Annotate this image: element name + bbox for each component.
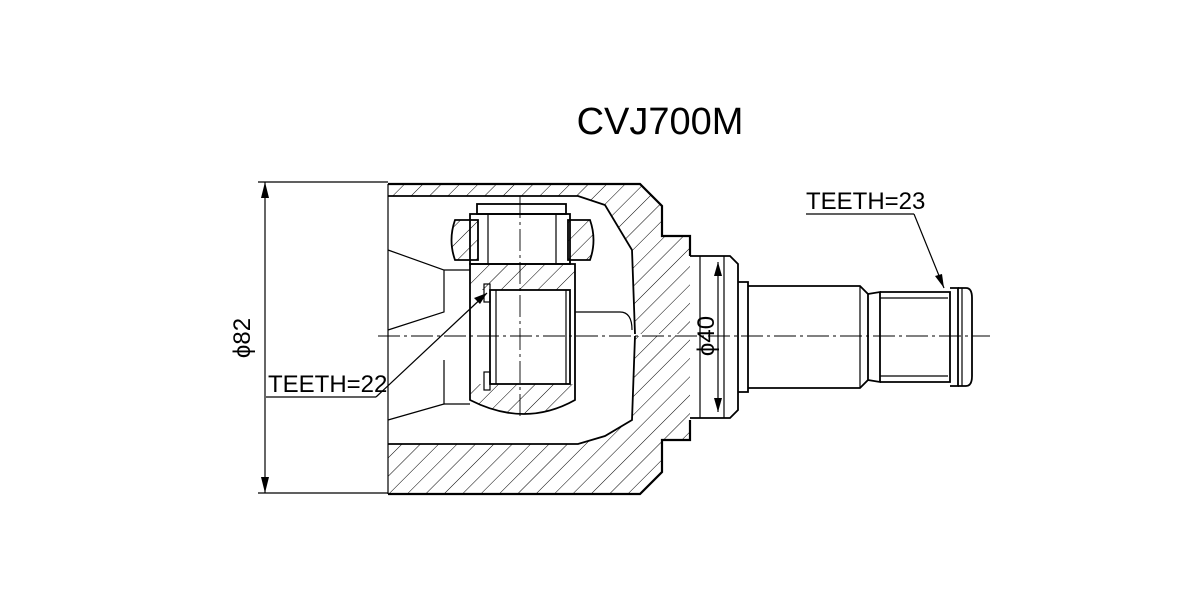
output-shaft (690, 255, 973, 419)
outer-diameter-dimension: ϕ82 (229, 181, 388, 494)
part-number-title: CVJ700M (577, 101, 744, 143)
housing-section-upper (387, 182, 692, 494)
outer-teeth-callout: TEETH=23 (806, 188, 945, 289)
housing-cavity-lines (387, 249, 633, 421)
inner-teeth-callout: TEETH=22 (266, 292, 488, 398)
outer-teeth-label: TEETH=23 (806, 188, 925, 215)
spider-hub (469, 263, 576, 415)
inner-teeth-label: TEETH=22 (268, 371, 387, 398)
centre-lines (378, 196, 990, 420)
roller-bearing (450, 203, 595, 265)
shaft-diameter-dimension: ϕ40 (693, 262, 722, 412)
outer-diameter-label: ϕ82 (229, 318, 256, 358)
shaft-diameter-label: ϕ40 (693, 316, 720, 356)
housing-section-lower (388, 335, 692, 496)
